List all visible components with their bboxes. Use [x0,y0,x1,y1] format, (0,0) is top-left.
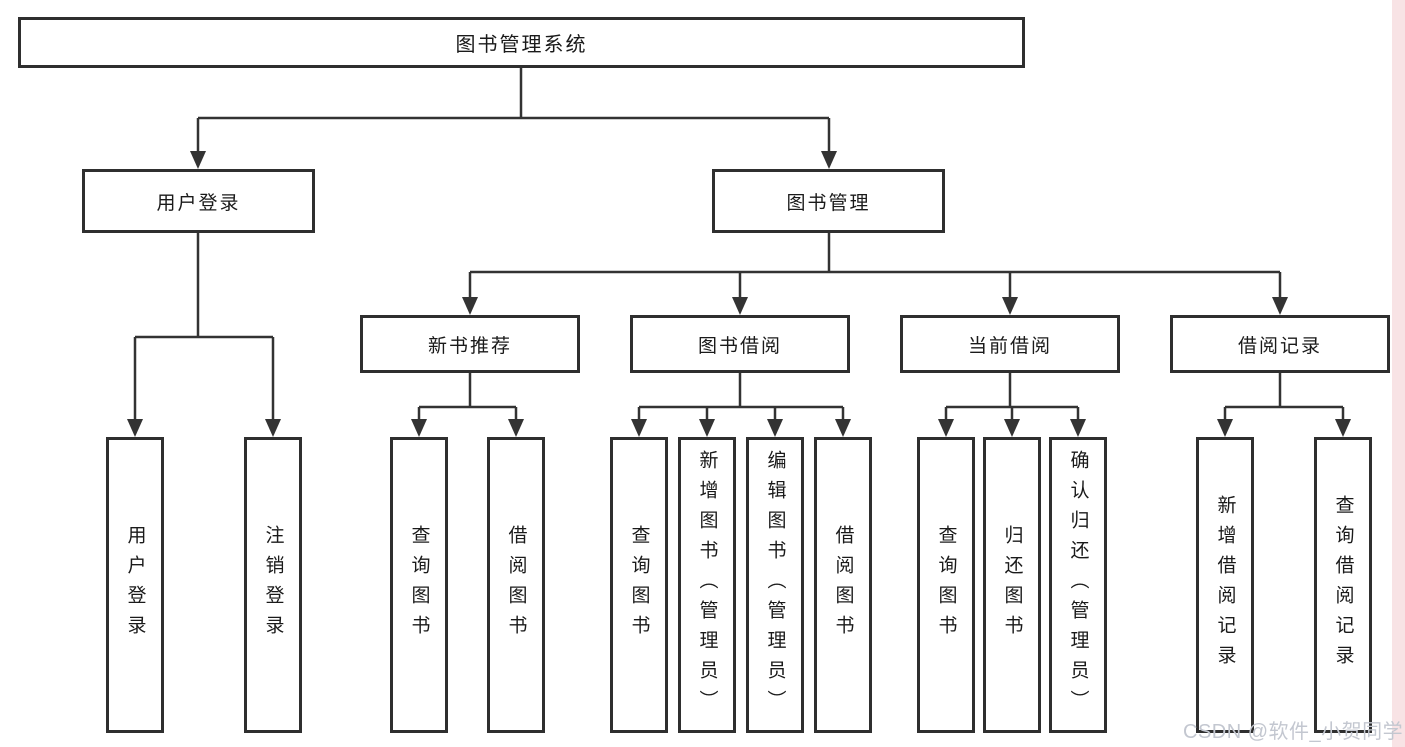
leaf-records-add-record-label: 新增借阅记录 [1214,495,1236,675]
leaf-newbook-borrow-books-label: 借阅图书 [505,525,527,645]
leaf-borrow-edit-books-admin: 编辑图书（管理员） [746,437,804,733]
node-current-borrow: 当前借阅 [900,315,1120,373]
leaf-records-query-record: 查询借阅记录 [1314,437,1372,733]
leaf-records-query-record-label: 查询借阅记录 [1332,495,1354,675]
edge-root-to-level2 [190,68,837,169]
right-edge-strip [1392,0,1405,747]
leaf-current-confirm-return-admin: 确认归还（管理员） [1049,437,1107,733]
leaf-newbook-query-books: 查询图书 [390,437,448,733]
edge-user-login-to-leaves [127,233,281,437]
leaf-borrow-add-books-admin-label: 新增图书（管理员） [696,450,718,720]
leaf-logout: 注销登录 [244,437,302,733]
leaf-borrow-add-books-admin: 新增图书（管理员） [678,437,736,733]
node-library-system: 图书管理系统 [18,17,1025,68]
leaf-borrow-borrow-books: 借阅图书 [814,437,872,733]
leaf-borrow-borrow-books-label: 借阅图书 [832,525,854,645]
edge-borrow-records-to-leaves [1217,373,1351,437]
watermark: CSDN @软件_小贺同学 [1183,721,1404,743]
leaf-newbook-query-books-label: 查询图书 [408,525,430,645]
leaf-current-return-books-label: 归还图书 [1001,525,1023,645]
leaf-user-login: 用户登录 [106,437,164,733]
node-user-login: 用户登录 [82,169,315,233]
leaf-current-return-books: 归还图书 [983,437,1041,733]
leaf-current-query-books-label: 查询图书 [935,525,957,645]
leaf-borrow-query-books: 查询图书 [610,437,668,733]
node-book-management: 图书管理 [712,169,945,233]
leaf-borrow-edit-books-admin-label: 编辑图书（管理员） [764,450,786,720]
edge-new-book-to-leaves [411,373,524,437]
edge-current-borrow-to-leaves [938,373,1086,437]
leaf-newbook-borrow-books: 借阅图书 [487,437,545,733]
edge-book-borrow-to-leaves [631,373,851,437]
node-book-borrow: 图书借阅 [630,315,850,373]
leaf-user-login-label: 用户登录 [124,525,146,645]
leaf-current-confirm-return-admin-label: 确认归还（管理员） [1067,450,1089,720]
leaf-current-query-books: 查询图书 [917,437,975,733]
leaf-records-add-record: 新增借阅记录 [1196,437,1254,733]
leaf-borrow-query-books-label: 查询图书 [628,525,650,645]
node-new-book-recommend: 新书推荐 [360,315,580,373]
edge-book-management-to-level3 [462,233,1288,315]
node-borrow-records: 借阅记录 [1170,315,1390,373]
leaf-logout-label: 注销登录 [262,525,284,645]
